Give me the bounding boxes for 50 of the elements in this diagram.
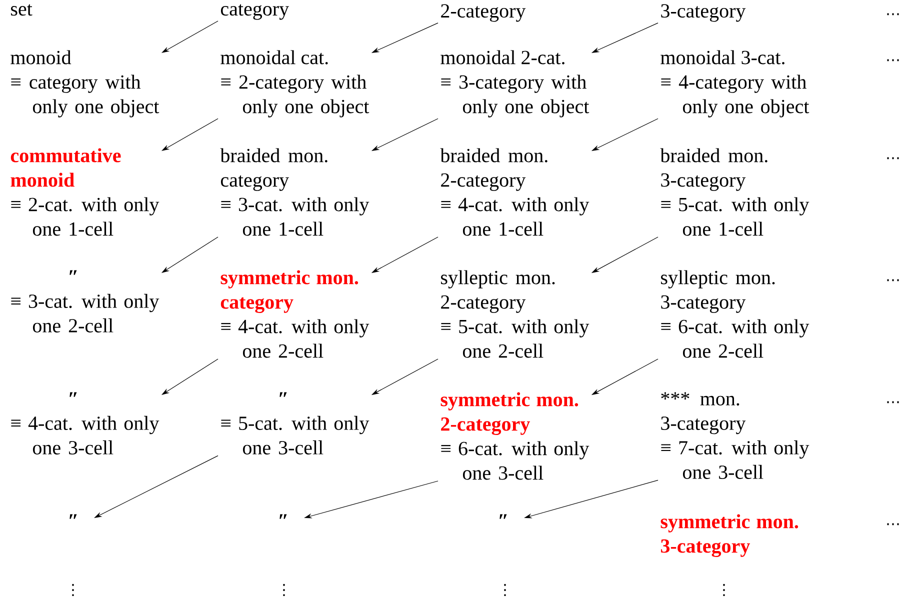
cell-heading: ″: [280, 392, 287, 397]
cell-description: ≡ 7-cat. with only one 3-cell: [661, 440, 810, 479]
cell-heading: monoidal 2-cat.: [440, 50, 564, 64]
cell-heading: monoid: [10, 50, 72, 64]
cell-heading: category: [220, 4, 289, 20]
cell-description: ≡ 3-cat. with only one 1-cell: [221, 197, 370, 236]
ellipsis: ⋮: [72, 584, 74, 596]
cell-heading: *** mon. 3-category: [661, 392, 746, 434]
cell-heading: commutative monoid: [10, 148, 121, 187]
cell-heading: monoidal cat.: [220, 50, 328, 64]
cell-heading: symmetric mon. 3-category: [660, 514, 798, 557]
cell-heading: sylleptic mon. 2-category: [441, 270, 555, 313]
cell-description: ≡ 6-cat. with only one 3-cell: [441, 441, 590, 480]
cell-description: ≡ category with only one object: [11, 74, 160, 118]
cell-heading: braided mon. 3-category: [660, 148, 768, 191]
cell-heading: ″: [70, 270, 77, 275]
ellipsis: ⋯: [887, 523, 899, 526]
ellipsis: ⋯: [887, 13, 899, 16]
cell-description: ≡ 5-cat. with only one 3-cell: [221, 416, 370, 454]
cell-heading: ″: [500, 514, 507, 519]
ellipsis: ⋯: [887, 157, 899, 160]
cell-heading: ″: [70, 514, 77, 519]
cell-description: ≡ 4-cat. with only one 2-cell: [221, 319, 370, 358]
cell-heading: 3-category: [661, 4, 746, 22]
cell-heading: 2-category: [441, 4, 526, 22]
ellipsis: ⋯: [887, 59, 899, 62]
cell-description: ≡ 4-category with only one object: [661, 74, 810, 118]
cell-heading: sylleptic mon. 3-category: [661, 270, 775, 313]
cell-description: ≡ 6-cat. with only one 2-cell: [661, 319, 810, 358]
ellipsis: ⋯: [887, 401, 899, 404]
ellipsis: ⋮: [723, 584, 725, 596]
cell-heading: ″: [70, 392, 77, 397]
cell-description: ≡ 5-cat. with only one 1-cell: [661, 197, 810, 236]
cell-description: ≡ 3-cat. with only one 2-cell: [11, 294, 160, 332]
cell-heading: symmetric mon. 2-category: [440, 392, 578, 435]
cell-description: ≡ 3-category with only one object: [441, 74, 590, 118]
cell-heading: braided mon. category: [220, 148, 328, 191]
ellipsis: ⋯: [887, 279, 899, 282]
cell-description: ≡ 5-cat. with only one 2-cell: [441, 319, 590, 358]
ellipsis: ⋮: [504, 584, 506, 596]
cell-description: ≡ 2-cat. with only one 1-cell: [11, 197, 160, 236]
ellipsis: ⋮: [283, 584, 285, 596]
cell-description: ≡ 2-category with only one object: [221, 74, 370, 118]
cell-heading: ″: [280, 514, 287, 519]
cell-description: ≡ 4-cat. with only one 3-cell: [11, 416, 160, 454]
cell-heading: symmetric mon. category: [220, 270, 358, 313]
cell-heading: set: [11, 4, 32, 16]
cell-heading: monoidal 3-cat.: [660, 50, 784, 64]
cell-heading: braided mon. 2-category: [440, 148, 548, 191]
cell-description: ≡ 4-cat. with only one 1-cell: [441, 197, 590, 236]
